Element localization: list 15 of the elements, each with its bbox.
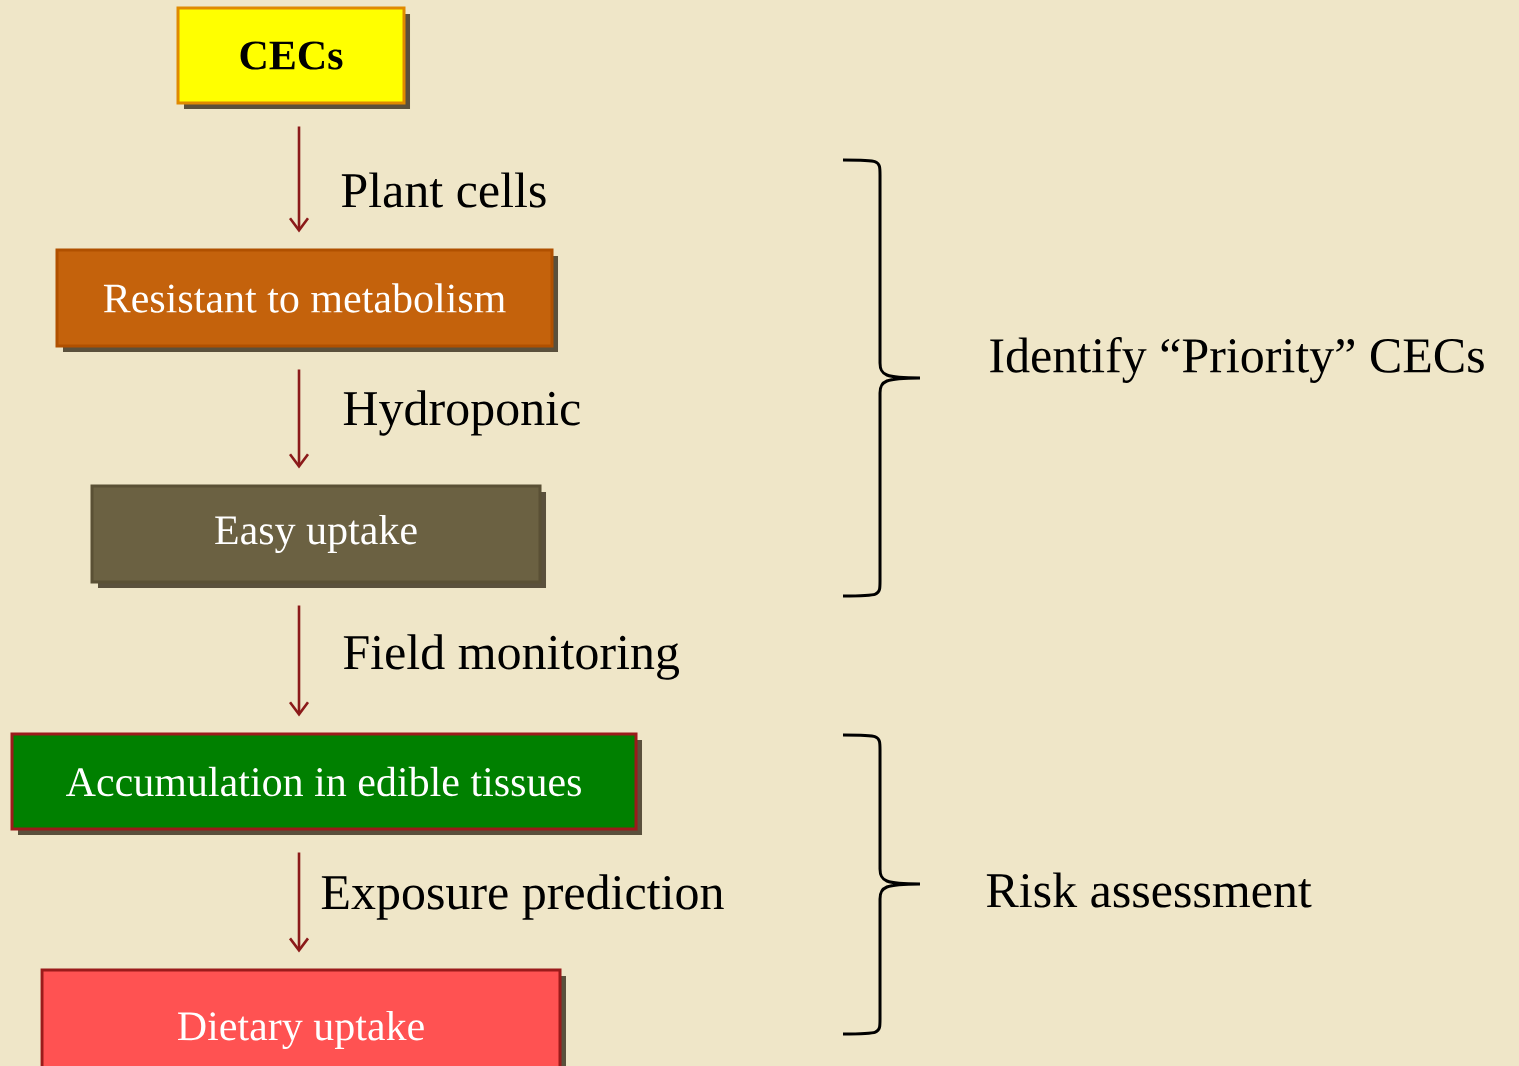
edge-label: Field monitoring	[343, 634, 679, 680]
process-box: Resistant to metabolism	[55, 248, 558, 352]
edge-label: Plant cells	[341, 172, 546, 208]
arrow	[288, 852, 310, 953]
edge-label: Hydroponic	[343, 390, 580, 436]
bracket-label: Identify “Priority” CECs	[990, 337, 1484, 383]
arrow	[288, 369, 310, 469]
process-box: Dietary uptake	[40, 968, 566, 1066]
process-box: Accumulation in edible tissues	[10, 732, 642, 835]
process-box: Easy uptake	[90, 484, 546, 588]
edge-label: Exposure prediction	[321, 874, 724, 920]
arrow	[288, 126, 310, 233]
process-box: CECs	[176, 6, 410, 109]
bracket-label: Risk assessment	[986, 872, 1312, 908]
arrow	[288, 605, 310, 717]
